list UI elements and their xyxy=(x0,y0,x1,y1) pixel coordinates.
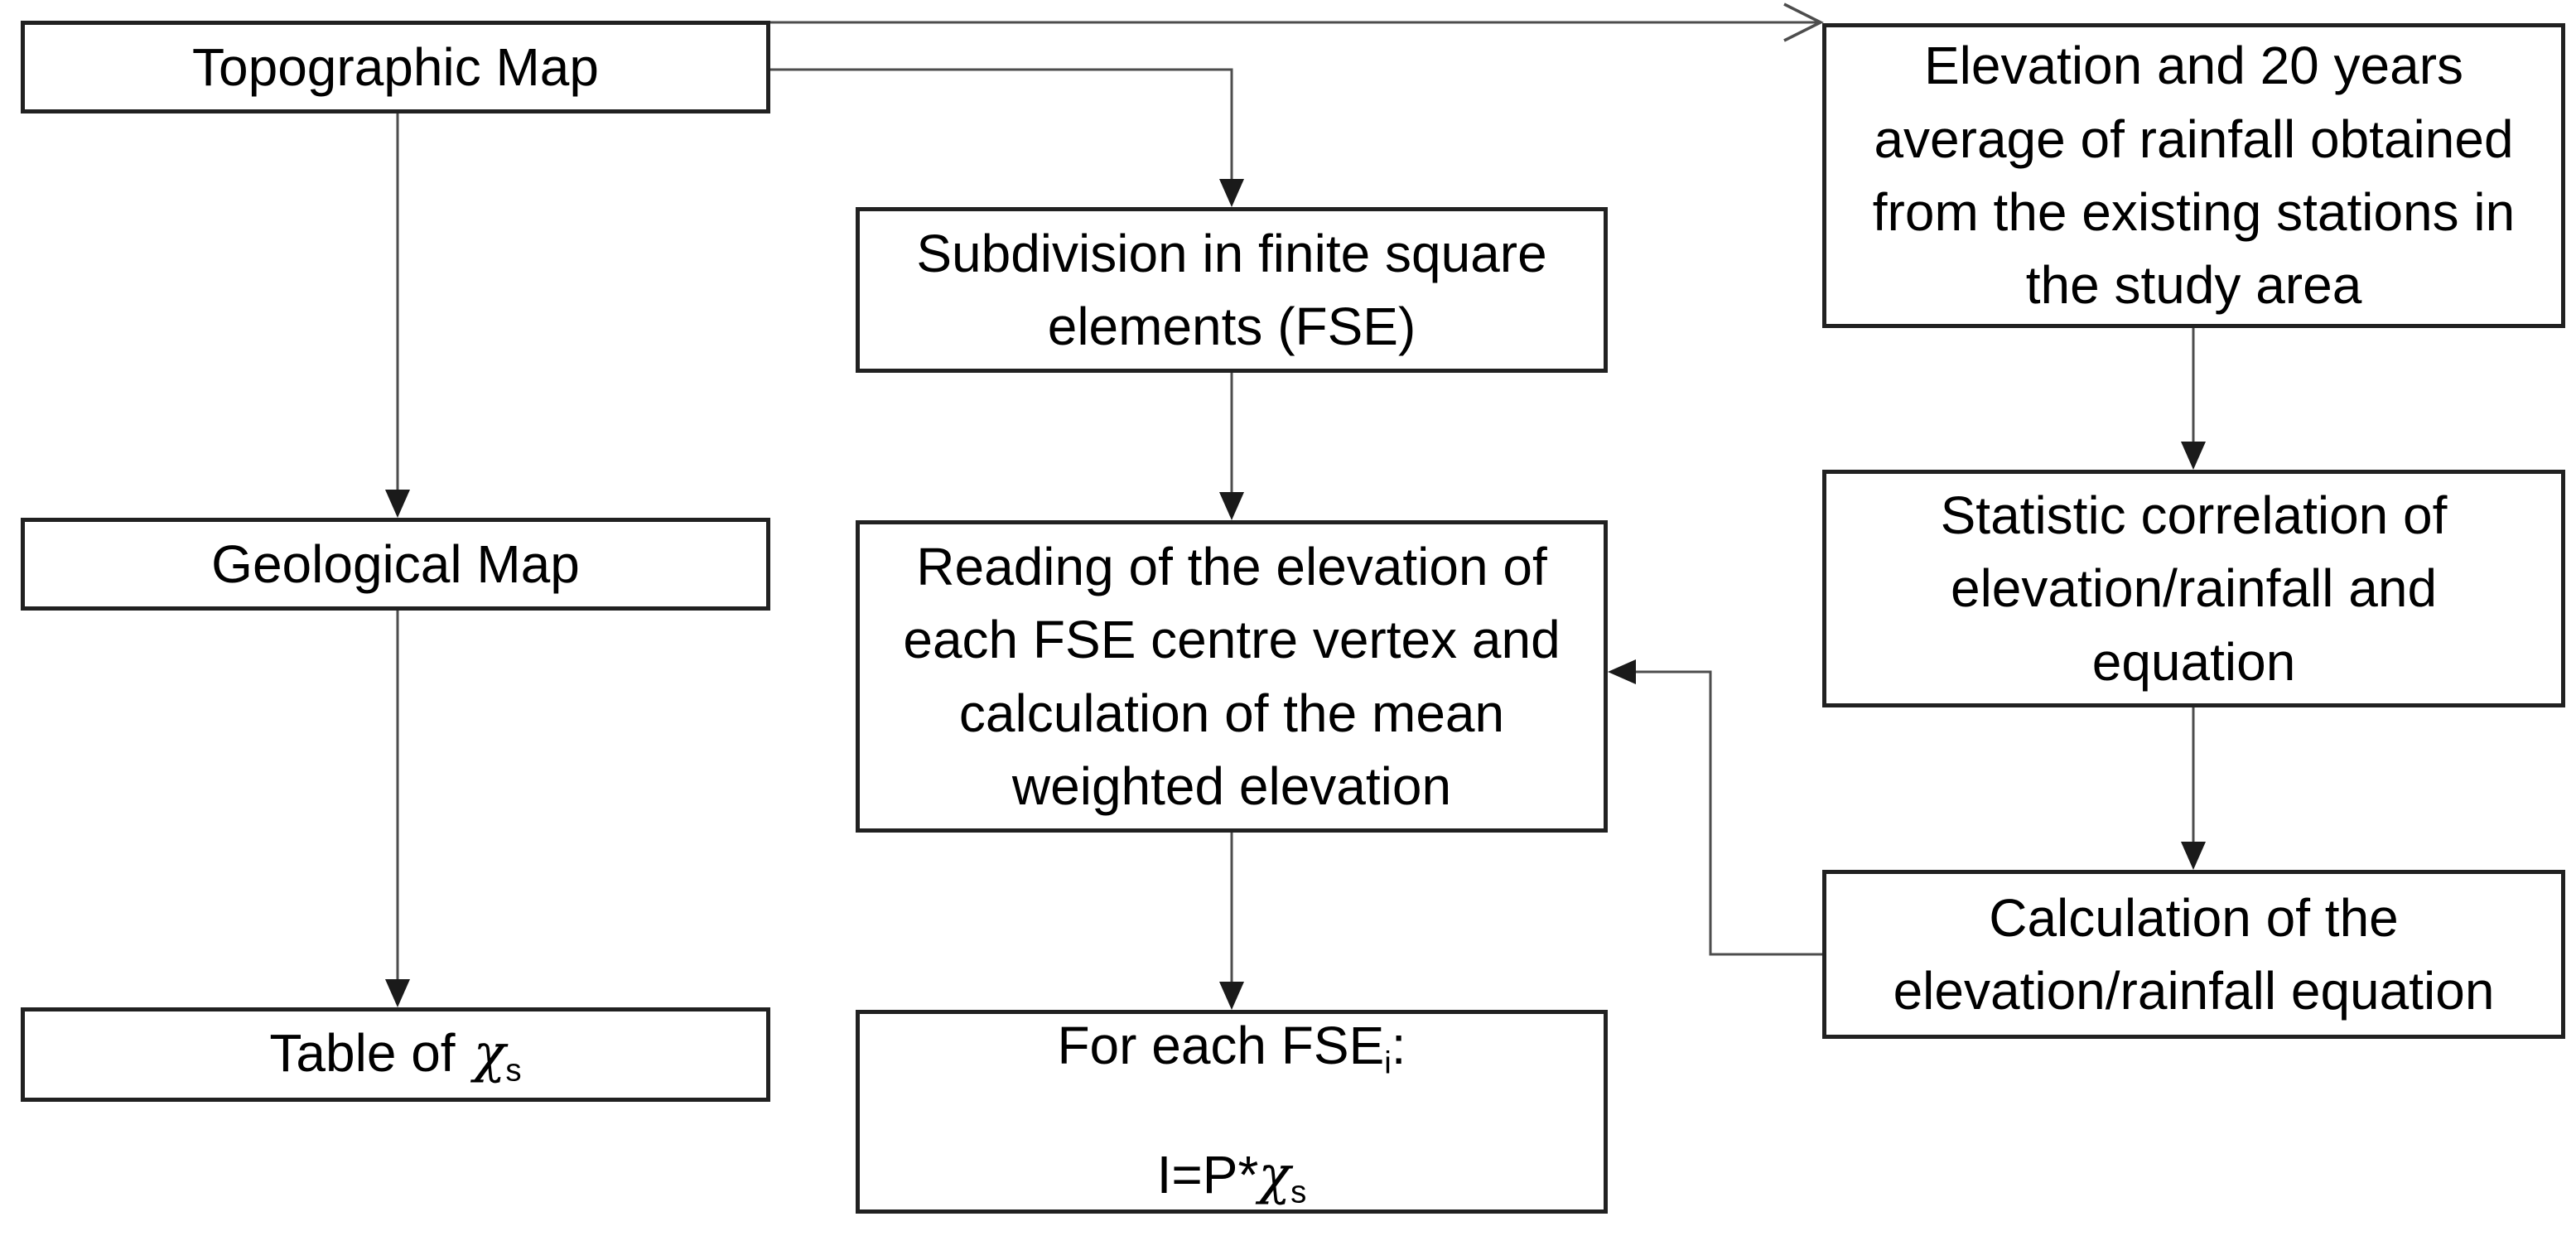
box-label-line: each FSE centre vertex and xyxy=(903,610,1561,670)
arrow-geological-to-table xyxy=(385,611,410,1007)
box-subdivision-fse: Subdivision in finite square elements (F… xyxy=(856,207,1608,373)
box-geological-map: Geological Map xyxy=(21,518,770,611)
box-label-line: calculation of the mean xyxy=(958,683,1505,743)
box-label-line: Statistic correlation of xyxy=(1940,485,2448,546)
box-label-line: elements (FSE) xyxy=(1047,297,1416,356)
connector-line xyxy=(770,68,1233,204)
formula-line: I=P*χs xyxy=(1157,1138,1307,1214)
solid-arrowhead-down-icon xyxy=(385,490,410,518)
for-each-line: For each FSEi: xyxy=(1057,1009,1406,1085)
box-label-line: Elevation and 20 years xyxy=(1923,36,2464,96)
box-reading-elevation: Reading of the elevation of each FSE cen… xyxy=(856,520,1608,833)
fse-subscript: i xyxy=(1384,1045,1392,1081)
arrow-topographic-to-elevation xyxy=(770,2,1824,42)
box-label-line: weighted elevation xyxy=(1011,756,1452,816)
arrow-elevation-to-statistic xyxy=(2181,328,2206,470)
chi-symbol: χ xyxy=(473,1023,506,1085)
solid-arrowhead-down-icon xyxy=(1219,179,1244,207)
arrow-calculation-to-reading xyxy=(1608,659,1822,956)
box-label-line: from the existing stations in xyxy=(1872,182,2516,242)
solid-arrowhead-down-icon xyxy=(2181,442,2206,470)
solid-arrowhead-down-icon xyxy=(1219,492,1244,520)
arrow-reading-to-foreach xyxy=(1219,833,1244,1010)
arrow-topographic-to-geological xyxy=(385,113,410,518)
for-each-text: For each FSE xyxy=(1057,1016,1385,1076)
for-each-colon: : xyxy=(1391,1016,1406,1076)
box-label-line: Reading of the elevation of xyxy=(916,536,1547,596)
box-label: Table of χs xyxy=(269,1016,521,1093)
box-label-line: elevation/rainfall and xyxy=(1950,558,2438,619)
open-arrowhead-right-icon xyxy=(1783,2,1824,42)
box-label-line: elevation/rainfall equation xyxy=(1893,961,2495,1021)
solid-arrowhead-down-icon xyxy=(385,979,410,1007)
arrow-statistic-to-calculation xyxy=(2181,707,2206,870)
chi-symbol: χ xyxy=(1258,1145,1291,1206)
box-calculation-equation: Calculation of the elevation/rainfall eq… xyxy=(1822,870,2565,1039)
box-topographic-map: Topographic Map xyxy=(21,21,770,113)
solid-arrowhead-left-icon xyxy=(1608,659,1636,684)
box-label-line: average of rainfall obtained xyxy=(1874,109,2514,169)
chi-subscript: s xyxy=(505,1052,522,1089)
box-label-line: Subdivision in finite square xyxy=(916,223,1547,283)
box-for-each-fse: For each FSEi: I=P*χs xyxy=(856,1010,1608,1214)
box-label-line: Calculation of the xyxy=(1989,887,2399,948)
box-label: Topographic Map xyxy=(192,36,599,97)
table-of-text: Table of xyxy=(269,1023,456,1084)
box-label: Geological Map xyxy=(211,534,580,594)
arrow-topographic-to-subdivision xyxy=(770,68,1244,207)
formula-text: I=P* xyxy=(1156,1145,1259,1205)
chi-subscript: s xyxy=(1290,1174,1307,1210)
box-statistic-correlation: Statistic correlation of elevation/rainf… xyxy=(1822,470,2565,707)
solid-arrowhead-down-icon xyxy=(2181,842,2206,870)
arrow-subdivision-to-reading xyxy=(1219,373,1244,520)
solid-arrowhead-down-icon xyxy=(1219,982,1244,1010)
box-label-line: the study area xyxy=(2025,255,2362,316)
box-label-line: equation xyxy=(2091,631,2296,692)
box-elevation-rainfall: Elevation and 20 years average of rainfa… xyxy=(1822,23,2565,328)
box-table-of-chi: Table of χs xyxy=(21,1007,770,1102)
connector-line xyxy=(1613,670,1822,956)
